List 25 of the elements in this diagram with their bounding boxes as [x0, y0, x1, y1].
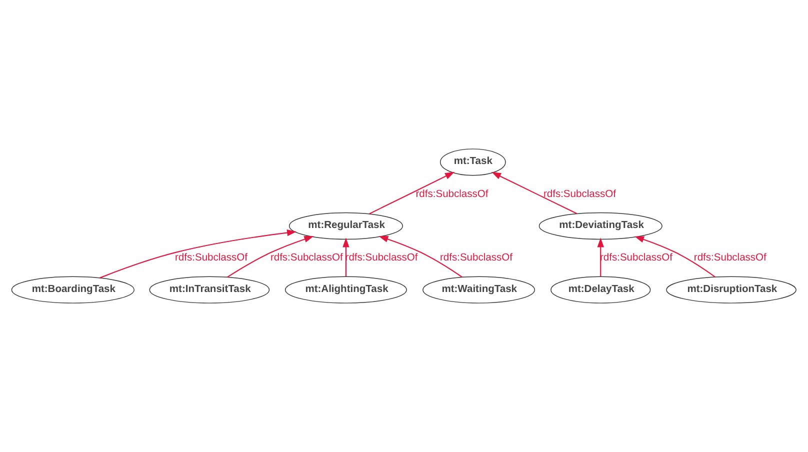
edge-label: rdfs:SubclassOf [600, 252, 672, 264]
node-ellipse: mt:RegularTask [288, 212, 403, 240]
edge-label: rdfs:SubclassOf [694, 252, 766, 264]
edge-label: rdfs:SubclassOf [440, 252, 512, 264]
arrow [369, 172, 455, 214]
arrow [491, 172, 578, 214]
node-ellipse: mt:AlightingTask [284, 276, 407, 304]
edge-label: rdfs:SubclassOf [270, 252, 343, 264]
edge-label: rdfs:SubclassOf [543, 188, 616, 200]
node-ellipse: mt:InTransitTask [149, 276, 270, 304]
arrow [378, 236, 462, 278]
node-ellipse: mt:DisruptionTask [666, 276, 796, 304]
arrow [597, 238, 604, 276]
node-ellipse: mt:Task [440, 148, 506, 176]
edge-label: rdfs:SubclassOf [416, 188, 488, 200]
edge-label: rdfs:SubclassOf [175, 252, 248, 264]
arrow [342, 238, 350, 276]
edge-label: rdfs:SubclassOf [345, 252, 418, 264]
arrow [100, 229, 297, 278]
arrow [634, 236, 716, 278]
node-ellipse: mt:WaitingTask [422, 276, 535, 304]
node-ellipse: mt:DelayTask [550, 276, 651, 304]
node-ellipse: mt:DeviatingTask [538, 212, 662, 240]
node-ellipse: mt:BoardingTask [11, 276, 134, 304]
arrow [226, 236, 314, 278]
